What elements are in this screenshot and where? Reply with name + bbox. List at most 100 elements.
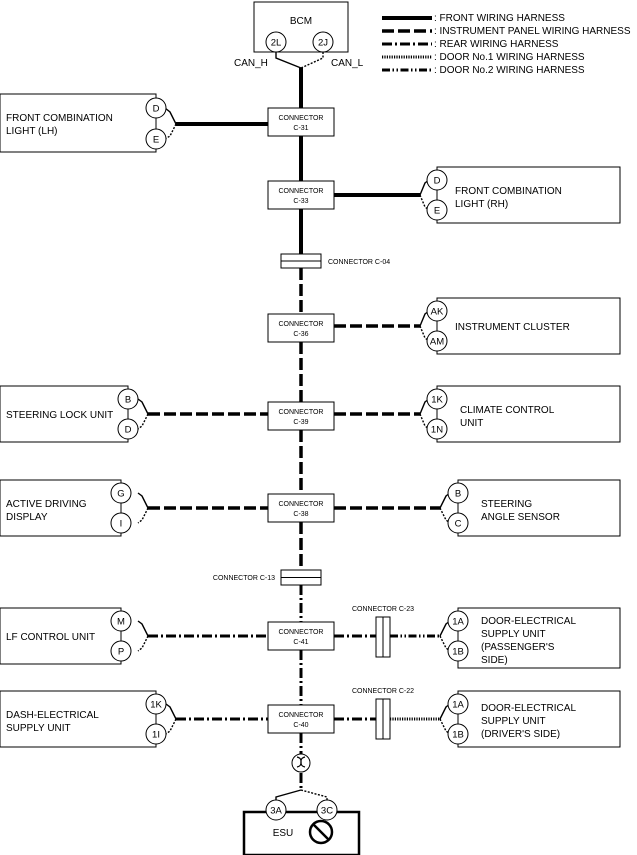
bcm-pin-2l-label: 2L: [271, 38, 282, 49]
twisted-pair-icon: [291, 753, 311, 773]
wires: [137, 52, 451, 802]
esu-label: ESU: [273, 828, 294, 839]
connector-c39-id: C-39: [293, 419, 308, 426]
desu-drv-line3: (DRIVER'S SIDE): [481, 729, 560, 740]
legend-door1-label: : DOOR No.1 WIRING HARNESS: [434, 52, 585, 63]
legend-rear-label: : REAR WIRING HARNESS: [434, 39, 559, 50]
connector-c31-label: CONNECTOR: [279, 115, 324, 122]
dash-line1: DASH-ELECTRICAL: [6, 710, 99, 721]
lf-pin-p: P: [118, 647, 124, 658]
bcm-pin-2j: [312, 31, 334, 53]
add-line1: ACTIVE DRIVING: [6, 499, 87, 510]
esu-pin-3a: 3A: [270, 806, 282, 817]
esu-pin-3c: 3C: [321, 806, 333, 817]
dash-line2: SUPPLY UNIT: [6, 723, 71, 734]
sas-pin-b: B: [455, 489, 461, 500]
wire-sas-c: [439, 507, 451, 524]
connector-c22-label: CONNECTOR C-22: [352, 688, 414, 695]
connector-c38-id: C-38: [293, 511, 308, 518]
dash-pin-1k: 1K: [150, 700, 162, 711]
connector-c40-id: C-40: [293, 722, 308, 729]
unit-lf-control: LF CONTROL UNIT M P: [0, 607, 132, 665]
fcl-rh-pin-e: E: [434, 206, 440, 217]
bcm-title: BCM: [290, 16, 312, 27]
connector-c23-label: CONNECTOR C-23: [352, 606, 414, 613]
desu-pass-pin-1a: 1A: [452, 617, 464, 628]
connector-c38-label: CONNECTOR: [279, 501, 324, 508]
fcl-lh-pin-d: D: [153, 104, 160, 115]
connector-c04: CONNECTOR C-04: [280, 253, 390, 269]
connector-c22: CONNECTOR C-22: [352, 688, 414, 740]
wire-fcl-lh-e: [164, 123, 177, 140]
legend-door2-label: : DOOR No.2 WIRING HARNESS: [434, 65, 585, 76]
sas-line1: STEERING: [481, 499, 532, 510]
unit-dash-electrical-supply: DASH-ELECTRICAL SUPPLY UNIT 1K 1I: [0, 690, 167, 748]
bcm-pin-2j-label: 2J: [318, 38, 328, 49]
wire-dash-1k: [165, 703, 177, 720]
connector-c31-id: C-31: [293, 125, 308, 132]
connector-c13-label: CONNECTOR C-13: [213, 575, 275, 582]
connector-c41-label: CONNECTOR: [279, 629, 324, 636]
legend-ip-label: : INSTRUMENT PANEL WIRING HARNESS: [434, 26, 631, 37]
unit-door-electrical-supply-passenger: DOOR-ELECTRICAL SUPPLY UNIT (PASSENGER'S…: [447, 607, 621, 669]
desu-drv-line2: SUPPLY UNIT: [481, 716, 546, 727]
fcl-rh-line1: FRONT COMBINATION: [455, 186, 562, 197]
connector-c40: CONNECTOR C-40: [267, 704, 335, 734]
dash-pin-1i: 1I: [152, 730, 160, 741]
lf-line1: LF CONTROL UNIT: [6, 632, 95, 643]
unit-steering-lock: STEERING LOCK UNIT B D: [0, 385, 139, 443]
wire-lf-m: [137, 620, 149, 637]
connector-c40-label: CONNECTOR: [279, 712, 324, 719]
desu-pass-pin-1b: 1B: [452, 647, 464, 658]
can-l-label: CAN_L: [331, 58, 364, 69]
unit-instrument-cluster: INSTRUMENT CLUSTER AK AM: [426, 297, 621, 355]
connector-c31: CONNECTOR C-31: [267, 107, 335, 137]
connector-c36: CONNECTOR C-36: [267, 313, 335, 343]
steering-lock-pin-d: D: [125, 425, 132, 436]
wire-lf-p: [137, 635, 149, 652]
wire-desu-pass-1b: [439, 635, 451, 652]
desu-drv-line1: DOOR-ELECTRICAL: [481, 703, 576, 714]
sas-line2: ANGLE SENSOR: [481, 512, 560, 523]
fcl-rh-pin-d: D: [434, 176, 441, 187]
sas-pin-c: C: [455, 519, 462, 530]
unit-esu: ESU 3A 3C: [242, 799, 361, 855]
add-line2: DISPLAY: [6, 512, 48, 523]
fcl-rh-line2: LIGHT (RH): [455, 199, 508, 210]
climate-line2: UNIT: [460, 418, 483, 429]
connector-c33: CONNECTOR C-33: [267, 180, 335, 210]
unit-climate-control: CLIMATE CONTROL UNIT 1K 1N: [426, 385, 621, 443]
connector-c36-label: CONNECTOR: [279, 321, 324, 328]
connector-c39-label: CONNECTOR: [279, 409, 324, 416]
climate-line1: CLIMATE CONTROL: [460, 405, 555, 416]
legend-front-label: : FRONT WIRING HARNESS: [434, 13, 565, 24]
connector-c36-id: C-36: [293, 331, 308, 338]
unit-door-electrical-supply-driver: DOOR-ELECTRICAL SUPPLY UNIT (DRIVER'S SI…: [447, 690, 621, 748]
wire-steering-lock-b: [137, 398, 149, 415]
wire-desu-drv-1b: [439, 718, 451, 735]
fcl-lh-line1: FRONT COMBINATION: [6, 113, 113, 124]
wire-can-l: [300, 52, 324, 69]
desu-drv-pin-1b: 1B: [452, 730, 464, 741]
connector-c41-id: C-41: [293, 639, 308, 646]
connector-c39: CONNECTOR C-39: [267, 401, 335, 431]
add-pin-g: G: [117, 489, 124, 500]
bcm-unit: BCM 2L 2J CAN_H CAN_L: [234, 1, 364, 69]
desu-pass-line1: DOOR-ELECTRICAL: [481, 616, 576, 627]
wire-climate-1n: [419, 413, 430, 430]
climate-pin-1n: 1N: [431, 425, 443, 436]
wire-fcl-rh-e: [419, 194, 430, 211]
unit-front-combination-light-rh: FRONT COMBINATION LIGHT (RH) D E: [426, 166, 621, 224]
add-pin-i: I: [120, 519, 123, 530]
desu-pass-line4: SIDE): [481, 655, 508, 666]
wire-dash-1i: [165, 718, 177, 735]
fcl-lh-pin-e: E: [153, 135, 159, 146]
wire-can-h: [275, 52, 302, 69]
steering-lock-pin-b: B: [125, 395, 131, 406]
wire-fcl-lh-d: [164, 107, 177, 125]
wire-add-i: [137, 507, 149, 524]
unit-front-combination-light-lh: FRONT COMBINATION LIGHT (LH) D E: [0, 93, 167, 153]
connector-c13: CONNECTOR C-13: [213, 569, 322, 586]
cluster-pin-ak: AK: [431, 307, 444, 318]
